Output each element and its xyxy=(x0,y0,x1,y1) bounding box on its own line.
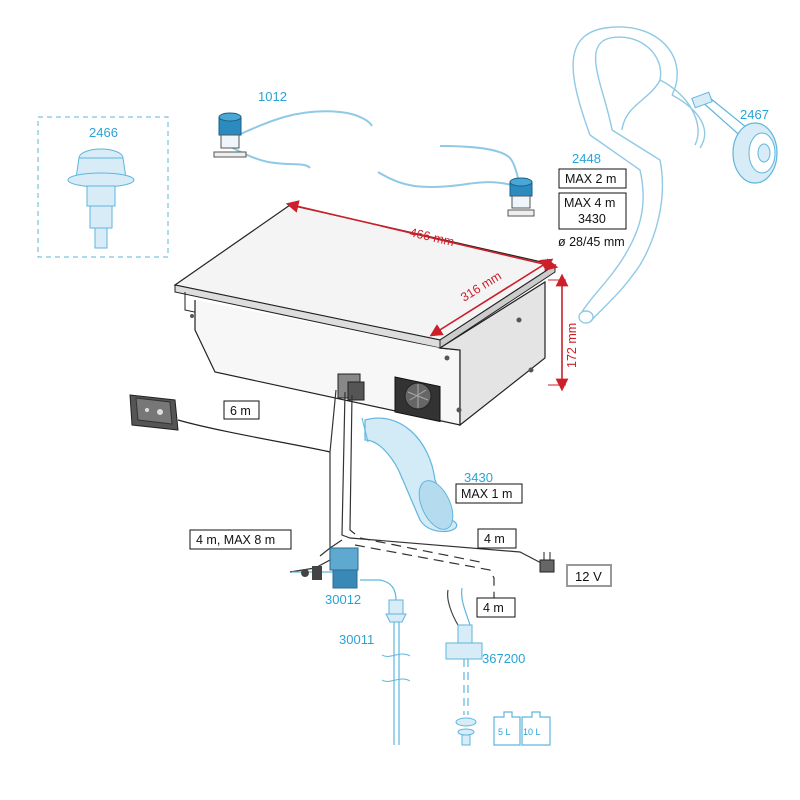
burner-icon xyxy=(67,148,135,249)
pump-unit-1012 xyxy=(213,110,535,217)
exhaust-terminal-label: 2467 xyxy=(740,107,769,122)
tank-adapter-label: 367200 xyxy=(482,651,525,666)
svg-text:3430: 3430 xyxy=(578,212,606,226)
air-intake-3430 xyxy=(361,417,458,533)
burner-dashed-frame xyxy=(37,116,169,258)
fan-icon xyxy=(394,376,441,423)
height-dimension: 172 mm xyxy=(565,323,579,368)
pump-left-icon xyxy=(213,112,247,158)
fuel-pipe-label: 30011 xyxy=(339,632,374,647)
tank-10l-icon: 10 L xyxy=(521,711,551,746)
exhaust-pipe-label: 2448 xyxy=(572,151,601,166)
pump-unit-label: 1012 xyxy=(258,89,287,104)
heater-housing xyxy=(173,204,557,427)
svg-text:MAX 1 m: MAX 1 m xyxy=(461,487,512,501)
diameter-label: ø 28/45 mm xyxy=(558,235,625,249)
tank-adapter-367200 xyxy=(445,587,483,746)
power-cable-box: 4 m xyxy=(477,528,517,549)
svg-text:12 V: 12 V xyxy=(575,569,602,584)
pump-right-icon xyxy=(507,177,535,217)
svg-text:MAX 2 m: MAX 2 m xyxy=(565,172,616,186)
tank-10l-label: 10 L xyxy=(523,727,541,737)
exhaust-max2-box: MAX 4 m 3430 xyxy=(558,192,627,230)
svg-text:4 m: 4 m xyxy=(484,532,505,546)
tank-5l-icon: 5 L xyxy=(493,711,521,746)
exhaust-max-box: MAX 2 m xyxy=(558,168,627,189)
fuse-icon xyxy=(539,552,555,573)
power-supply-box: 12 V xyxy=(566,564,612,587)
exhaust-terminal-2467 xyxy=(691,91,778,184)
exhaust-pipe-2448 xyxy=(572,26,706,324)
intake-max-box: MAX 1 m xyxy=(455,483,523,504)
connector-block xyxy=(337,373,365,401)
fuel-pipe-30011 xyxy=(381,599,411,745)
tank-5l-label: 5 L xyxy=(498,727,511,737)
svg-text:4 m, MAX 8 m: 4 m, MAX 8 m xyxy=(196,533,275,547)
fuel-line-box: 4 m, MAX 8 m xyxy=(189,529,292,550)
fuel-tanks: 5 L 10 L xyxy=(493,711,551,746)
burner-label: 2466 xyxy=(89,125,118,140)
control-panel xyxy=(129,394,331,453)
fuel-pickup-icon xyxy=(455,717,477,746)
valve-label: 30012 xyxy=(325,592,361,607)
tank-line-box: 4 m xyxy=(476,597,516,618)
air-intake-label: 3430 xyxy=(464,470,493,485)
valve-30012 xyxy=(292,547,397,601)
svg-text:4 m: 4 m xyxy=(483,601,504,615)
svg-text:6 m: 6 m xyxy=(230,404,251,418)
svg-text:MAX 4 m: MAX 4 m xyxy=(564,196,615,210)
burner-group xyxy=(37,116,169,258)
control-cable-box: 6 m xyxy=(223,400,260,420)
